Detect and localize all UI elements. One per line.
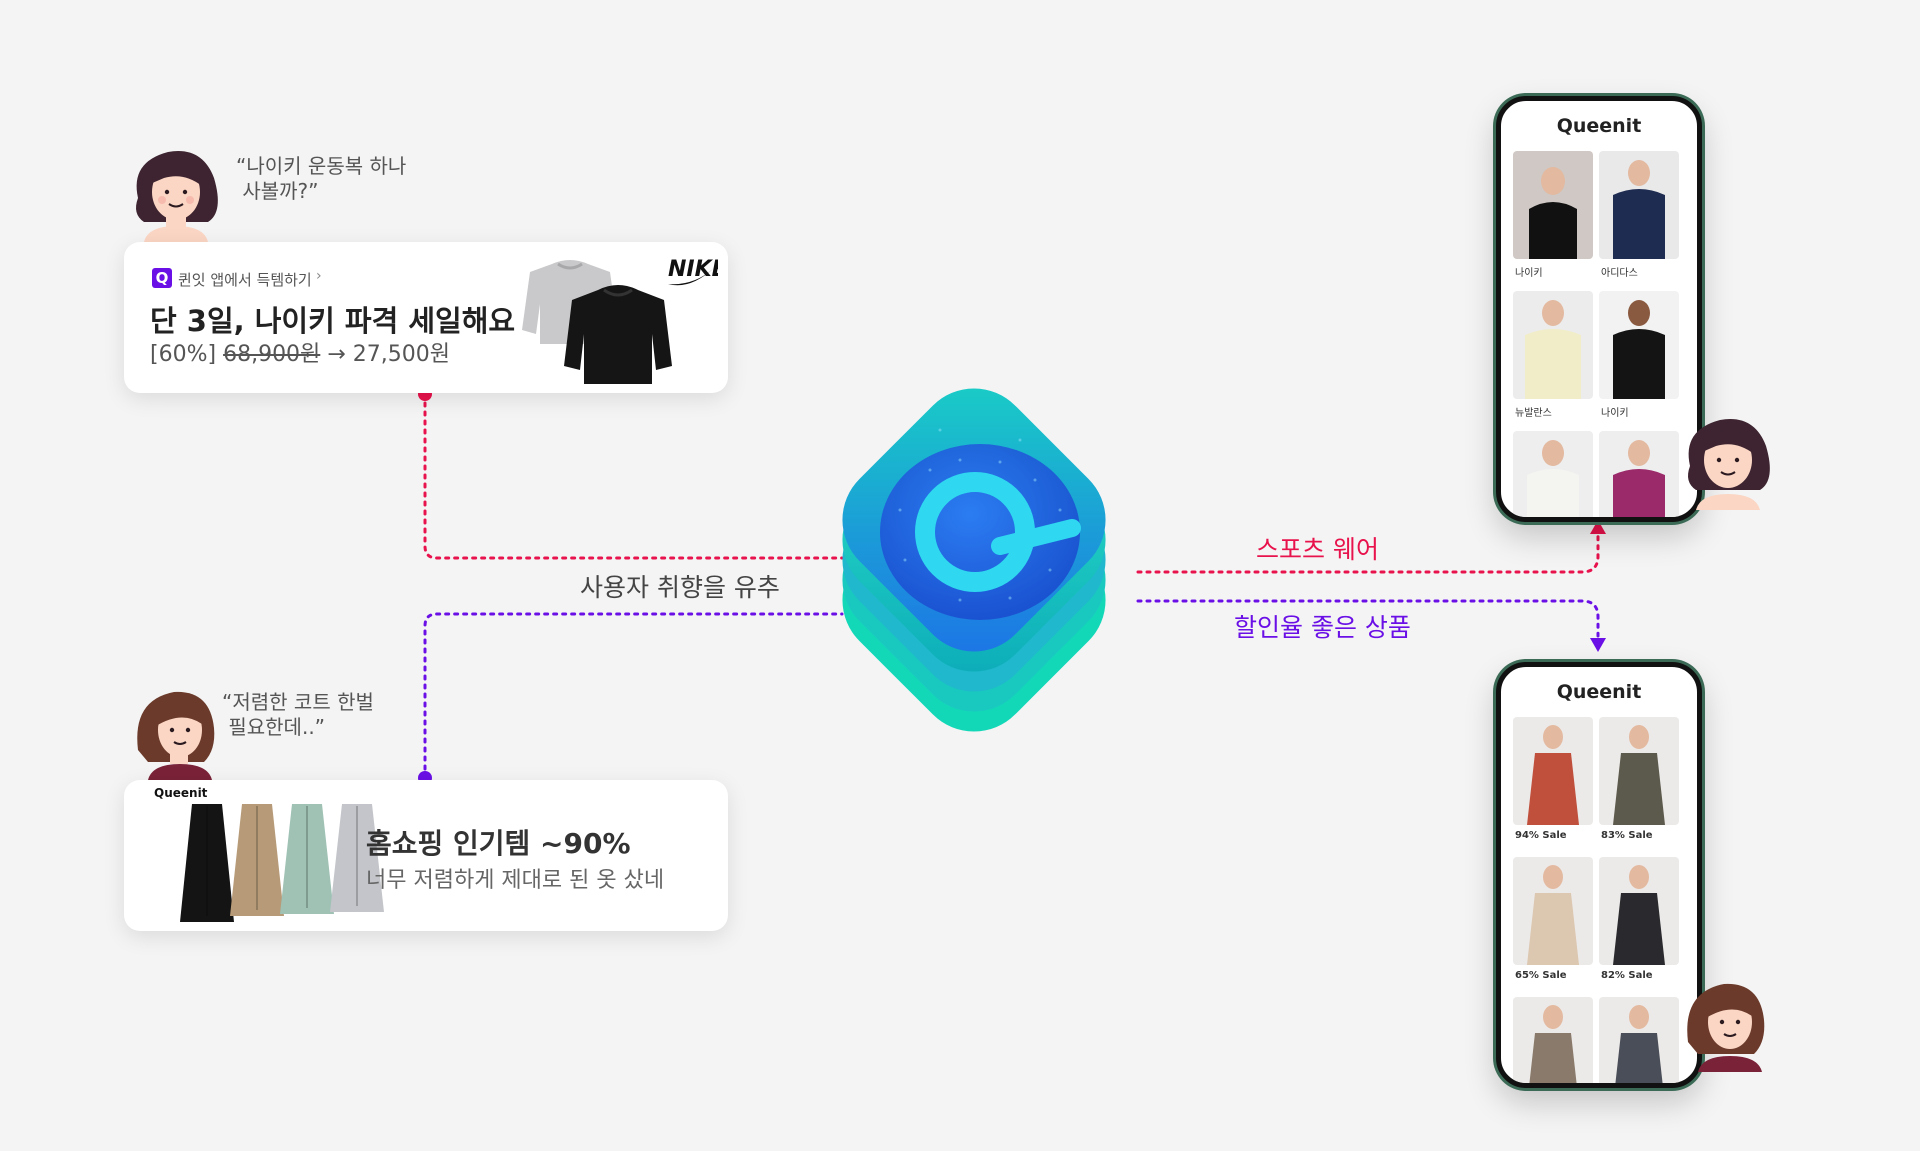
queenit-brand-label: Queenit <box>154 786 208 800</box>
purple-connector-left <box>423 612 844 780</box>
product-tile[interactable] <box>1513 717 1593 825</box>
coat-sale-card[interactable]: Queenit 홈쇼핑 인기템 ~90% 너무 저렴하게 제대로 된 옷 샀네 <box>124 780 728 931</box>
product-brand: 나이키 <box>1601 408 1629 419</box>
queenit-q-icon: Q <box>152 268 172 288</box>
woman-avatar-top <box>136 151 218 242</box>
sale-percent: 82% Sale <box>1601 970 1653 981</box>
arrow-icon: → <box>327 342 346 367</box>
purple-arrowhead <box>1590 638 1606 652</box>
product-brand: 아디다스 <box>1601 268 1638 279</box>
product-tile[interactable] <box>1513 857 1593 965</box>
sale-headline: 단 3일, 나이키 파격 세일해요 <box>150 304 516 338</box>
product-tile[interactable] <box>1513 151 1593 259</box>
phone-app-title: Queenit <box>1556 681 1642 703</box>
discount-percent: [60%] <box>150 342 217 367</box>
new-price: 27,500원 <box>352 342 450 367</box>
bottom-persona-quote: “저렴한 코트 한벌 필요한데..” <box>222 690 374 739</box>
nike-logo: NIKE <box>668 257 718 282</box>
product-tile[interactable] <box>1599 717 1679 825</box>
coat-images <box>180 804 384 922</box>
product-tile[interactable] <box>1599 997 1679 1083</box>
infer-label: 사용자 취향을 유추 <box>580 573 780 602</box>
old-price: 68,900원 <box>223 342 321 367</box>
woman-avatar-bottom <box>137 691 215 780</box>
woman-avatar-right-bottom <box>1687 983 1765 1072</box>
top-persona-quote: “나이키 운동복 하나 사볼까?” <box>236 154 407 203</box>
pink-connector-left <box>423 392 844 560</box>
coat-subtext: 너무 저렴하게 제대로 된 옷 샀네 <box>366 868 665 893</box>
product-brand: 뉴발란스 <box>1515 408 1552 419</box>
discount-items-label: 할인율 좋은 상품 <box>1234 613 1411 642</box>
sale-percent: 65% Sale <box>1515 970 1567 981</box>
purple-connector-right <box>1136 599 1600 638</box>
product-tile[interactable] <box>1599 291 1679 399</box>
chevron-right-icon: › <box>316 268 322 284</box>
sale-percent: 94% Sale <box>1515 830 1567 841</box>
product-tile[interactable] <box>1513 431 1593 517</box>
phone-sportswear[interactable]: Queenit 나이키 아디다스 뉴발란스 나이키 <box>1496 96 1702 522</box>
product-tile[interactable] <box>1599 431 1679 517</box>
product-tile[interactable] <box>1513 291 1593 399</box>
coat-headline: 홈쇼핑 인기템 ~90% <box>366 827 631 860</box>
queenit-ai-stack-icon <box>842 388 1106 732</box>
pink-arrowhead <box>1590 520 1606 534</box>
phone-discount[interactable]: Queenit 94% Sale 83% Sale 65% Sale 82% S… <box>1496 662 1702 1088</box>
phone-app-title: Queenit <box>1556 115 1642 137</box>
sports-wear-label: 스포츠 웨어 <box>1256 535 1379 564</box>
price-line: [60%] 68,900원 → 27,500원 <box>150 336 450 368</box>
sweatshirt-images: NIKE <box>522 257 718 384</box>
pink-connector-right <box>1136 528 1600 574</box>
product-brand: 나이키 <box>1515 268 1543 279</box>
nike-sale-card[interactable]: Q 퀸잇 앱에서 득템하기 › 단 3일, 나이키 파격 세일해요 [60%] … <box>124 242 728 393</box>
source-label: 퀸잇 앱에서 득템하기 <box>178 271 312 289</box>
product-tile[interactable] <box>1513 997 1593 1083</box>
woman-avatar-right-top <box>1688 419 1770 510</box>
sale-percent: 83% Sale <box>1601 830 1653 841</box>
product-tile[interactable] <box>1599 857 1679 965</box>
product-tile[interactable] <box>1599 151 1679 259</box>
